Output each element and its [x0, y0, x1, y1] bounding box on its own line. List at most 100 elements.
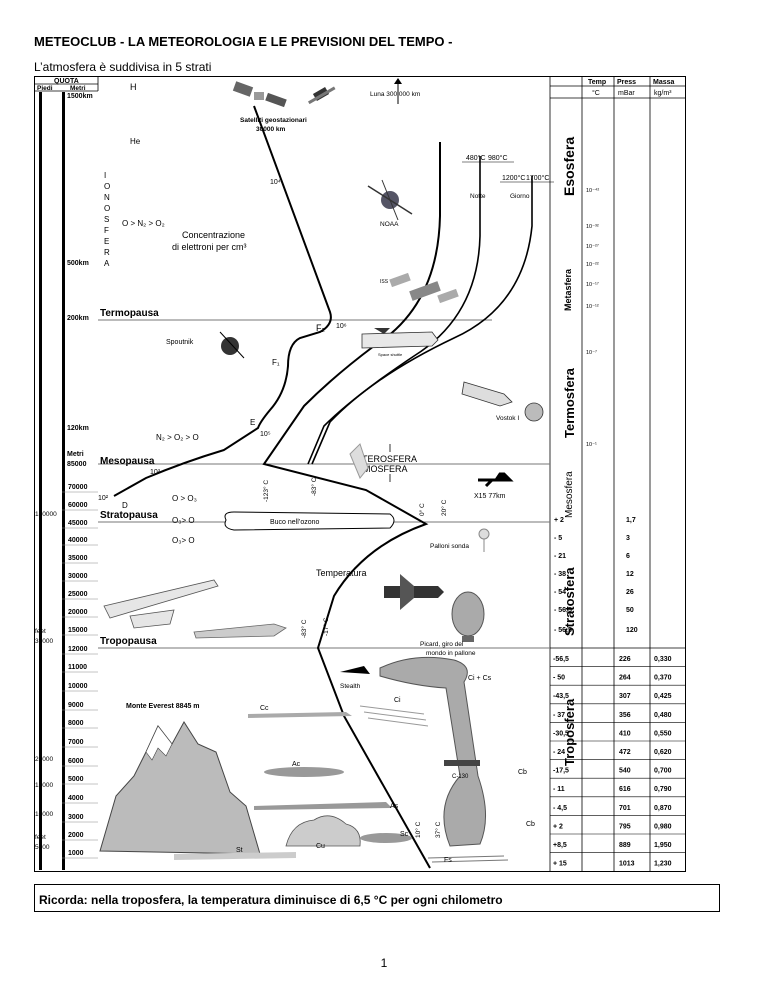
ionosfera-letter: N — [104, 193, 110, 202]
h-label: H — [130, 82, 137, 92]
layer-esosfera: Esosfera — [561, 137, 577, 196]
page-number: 1 — [380, 956, 388, 970]
mass-upper-value: 10⁻²² — [586, 262, 599, 268]
altitude-tick-label: 70000 — [68, 484, 88, 491]
picard-balloon-icon — [451, 591, 485, 642]
page-header: METEOCLUB - LA METEOROLOGIA E LE PREVISI… — [34, 34, 453, 49]
luna-arrow-head — [394, 78, 402, 84]
strat-press-value: 50 — [626, 607, 634, 614]
layer-troposfera: Troposfera — [562, 698, 577, 766]
altitude-tick-label: 25000 — [68, 591, 88, 598]
trop-press-value: 226 — [619, 656, 631, 663]
trop-temp-value: + 15 — [553, 861, 567, 868]
strat-temp-value: + 2 — [554, 517, 564, 524]
temperature-curve-day — [311, 176, 533, 465]
mass-upper-value: 10⁻⁷ — [586, 349, 597, 356]
trop-press-value: 889 — [619, 842, 631, 849]
fs-label: Fs — [444, 857, 452, 864]
strat-press-value: 120 — [626, 627, 638, 634]
palloni-label: Palloni sonda — [430, 543, 469, 550]
trop-press-value: 540 — [619, 768, 631, 775]
cu-label: Cu — [316, 843, 325, 850]
spoutnik-label: Spoutnik — [166, 339, 194, 346]
feet-label: 15000 — [35, 782, 53, 789]
trop-mass-value: 0,620 — [654, 749, 672, 756]
exp-10-2: 10² — [98, 495, 109, 502]
massa-unit: kg/m³ — [654, 90, 672, 97]
mass-upper-value: 10⁻⁴² — [586, 187, 599, 194]
exp-10-6: 10⁶ — [336, 323, 347, 330]
trop-mass-value: 0,790 — [654, 786, 672, 793]
x15-label: X15 77km — [474, 493, 506, 500]
mass-upper-value: 10⁻³² — [586, 224, 599, 230]
trop-temp-value: +8,5 — [553, 842, 567, 849]
noaa-satellite-icon — [367, 179, 413, 221]
sc-label: Sc — [400, 831, 409, 838]
n2-o2-o-label: N₂ > O₂ > O — [156, 433, 199, 442]
ionosfera-letter: A — [104, 259, 110, 268]
mass-upper-value: 10⁻¹ — [586, 442, 597, 448]
o-o3-label: O > O₃ — [172, 494, 197, 503]
noaa-label: NOAA — [380, 221, 399, 228]
strat-temp-value: - 56,5 — [554, 627, 572, 634]
trop-mass-value: 0,425 — [654, 693, 672, 700]
mass-upper-value: 10⁻²⁷ — [586, 243, 599, 250]
ionosfera-letter: R — [104, 248, 110, 257]
altitude-label: 120km — [67, 425, 89, 432]
temp-980: 980°C — [488, 154, 508, 162]
strat-press-value: 26 — [626, 589, 634, 596]
trop-press-value: 307 — [619, 693, 631, 700]
altitude-ticks: 7000060000450004000035000300002500020000… — [62, 484, 98, 859]
trop-temp-value: - 37 — [553, 712, 565, 719]
trop-mass-value: 0,480 — [654, 712, 672, 719]
stratopausa-temp-0: 0° C — [418, 503, 426, 516]
exp-10-4: 10⁴ — [270, 179, 281, 186]
spacecraft-carrier-icon — [103, 579, 219, 629]
temp-1700: 1700°C — [526, 174, 549, 182]
altitude-label: 200km — [67, 315, 89, 322]
feet-label: 5000 — [35, 844, 50, 851]
f2-label: F₂ — [316, 323, 325, 333]
trop-temp-value: - 24 — [553, 749, 565, 756]
mass-upper-value: 10⁻¹⁷ — [586, 281, 599, 288]
o3-o-label-2: O₃> O — [172, 536, 195, 545]
space-shuttle-label: Space shuttle — [378, 352, 403, 357]
o-n2-o2-label: O > N₂ > O₂ — [122, 219, 165, 228]
eterosfera-label: ETEROSFERA — [356, 454, 417, 464]
ozono-label: Buco nell’ozono — [270, 519, 320, 526]
x15-plane-icon — [478, 472, 514, 488]
page-subtitle: L’atmosfera è suddivisa in 5 strati — [34, 60, 212, 74]
altitude-label: Metri — [67, 451, 84, 458]
strat-press-value: 1,7 — [626, 517, 636, 524]
exp-10-5: 10⁵ — [260, 431, 271, 438]
he-label: He — [130, 137, 141, 146]
mass-upper-values: 10⁻⁴² 10⁻³² 10⁻²⁷ 10⁻²² 10⁻¹⁷ 10⁻¹² 10⁻⁷ 10⁻¹ — [586, 187, 599, 448]
trop-temp-value: -43,5 — [553, 693, 569, 700]
ac-label: Ac — [292, 761, 301, 768]
vostok-icon — [461, 381, 544, 422]
d-label: D — [122, 501, 128, 510]
tropopausa-temp-m83: -83° C — [300, 619, 308, 638]
strat-temp-value: - 21 — [554, 553, 566, 560]
omosfera-label: OMOSFERA — [356, 464, 408, 474]
strat-press-value: 12 — [626, 571, 634, 578]
mass-upper-value: 10⁻¹² — [586, 304, 599, 310]
strat-press-value: 6 — [626, 553, 630, 560]
altitude-tick-label: 12000 — [68, 646, 88, 653]
f1-label: F₁ — [272, 358, 280, 367]
mountain-snow — [145, 725, 173, 761]
strat-temp-value: - 5 — [554, 535, 562, 542]
feet-label: 10000 — [35, 811, 53, 818]
elettroni-label: di elettroni per cm³ — [172, 242, 247, 252]
strat-press-value: 3 — [626, 535, 630, 542]
trop-temp-value: + 2 — [553, 823, 563, 830]
temperatura-label: Temperatura — [316, 568, 367, 578]
altitude-tick-label: 40000 — [68, 537, 88, 544]
tropopausa-temp-m17: -17° C — [322, 617, 330, 636]
reminder-note: Ricorda: nella troposfera, la temperatur… — [34, 884, 720, 912]
altitude-tick-label: 9000 — [68, 702, 84, 709]
press-header: Press — [617, 79, 636, 86]
